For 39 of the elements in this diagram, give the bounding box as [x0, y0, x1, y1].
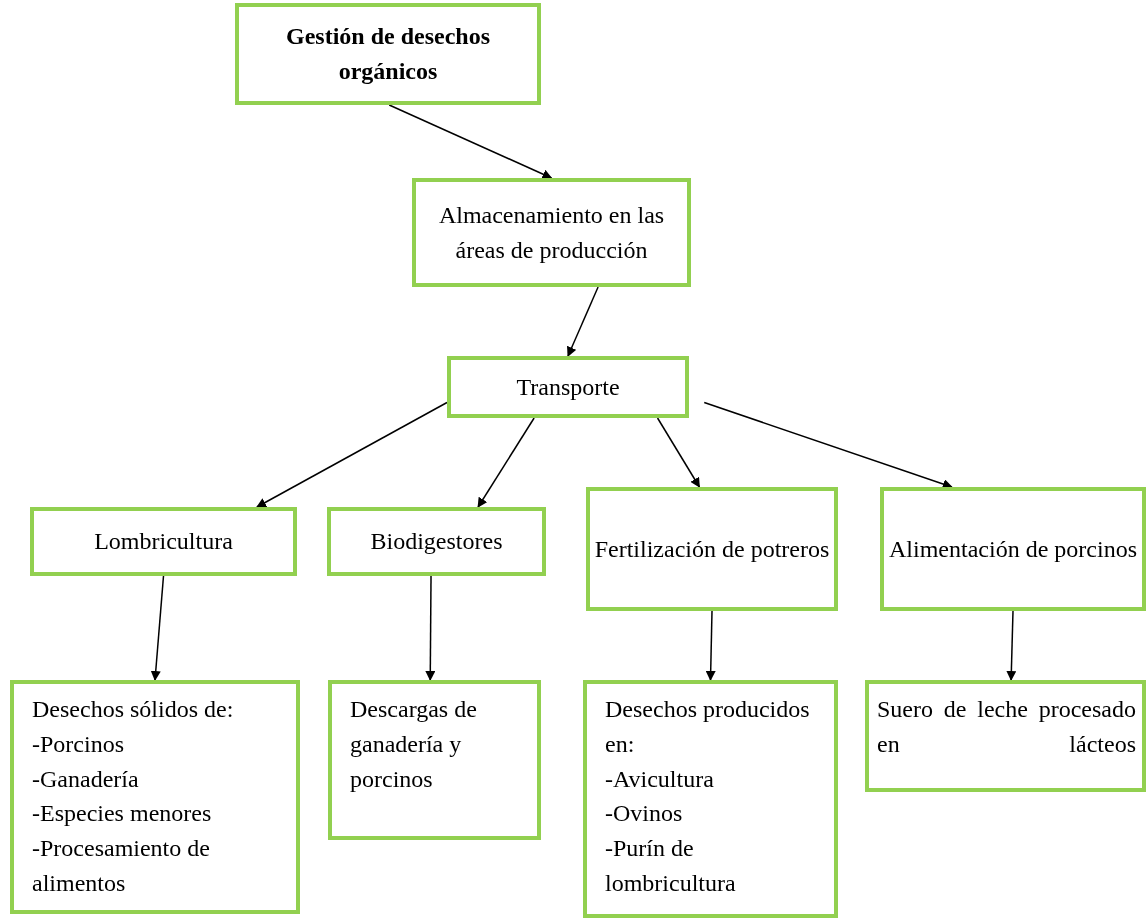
arrow: [477, 417, 535, 508]
arrow: [705, 610, 716, 681]
arrow: [256, 401, 448, 508]
list-line: -Porcinos: [32, 729, 124, 759]
box-label: Transporte: [516, 372, 620, 402]
process-box: [880, 487, 1146, 611]
arrow: [425, 575, 436, 681]
arrow: [150, 575, 165, 681]
list-line: -Ganadería: [32, 764, 139, 794]
arrow: [656, 417, 701, 488]
box-label: Fertilización de potreros: [594, 534, 830, 564]
process-box: [586, 487, 838, 611]
list-line: -Especies menores: [32, 799, 212, 829]
text-box: [865, 680, 1146, 792]
arrow: [703, 401, 953, 489]
process-box: [327, 507, 546, 576]
arrow: [1006, 610, 1017, 681]
process-box: [412, 178, 691, 287]
box-label: Gestión de desechos orgánicos: [285, 22, 491, 86]
list-line: -Purín de lombricultura: [605, 834, 737, 898]
box-label: Almacenamiento en las áreas de producción: [437, 200, 666, 265]
list-line: -Ovinos: [605, 799, 683, 829]
title-box: [235, 3, 541, 105]
list-line: Desechos producidos en:: [605, 695, 811, 759]
text-box: [328, 680, 541, 840]
box-label: Biodigestores: [370, 527, 503, 557]
arrow: [388, 104, 553, 179]
process-box: [30, 507, 297, 576]
list-line: -Procesamiento de alimentos: [32, 834, 211, 898]
box-label: Lombricultura: [94, 527, 233, 557]
list-line: -Avicultura: [605, 764, 714, 794]
arrow: [567, 286, 599, 357]
process-box: [447, 356, 689, 418]
box-label: Suero de leche procesado en lácteos: [877, 695, 1136, 759]
box-label: Alimentación de porcinos: [889, 534, 1137, 564]
list-box: [583, 680, 838, 918]
box-label: Descargas de ganadería y porcinos: [350, 695, 478, 794]
list-line: Desechos sólidos de:: [32, 695, 234, 724]
list-box: [10, 680, 300, 914]
